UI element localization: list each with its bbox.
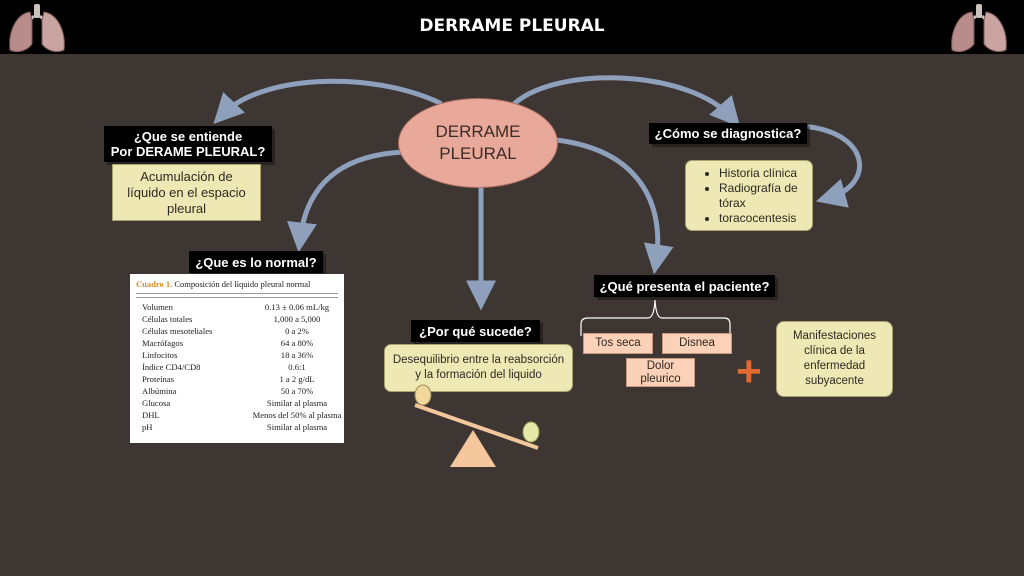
seesaw-weight-right [522,421,540,443]
symptom-dry-cough: Tos seca [583,333,653,354]
plus-icon: + [736,347,762,396]
arrow-to-presentation [553,137,674,275]
table-divider [136,293,338,294]
arrow-to-normal [287,149,408,253]
lungs-icon [951,4,1007,53]
table-title: Cuadro 1. Composición del líquido pleura… [136,279,310,289]
imbalance-seesaw-illustration [414,384,540,467]
why-question: ¿Por qué sucede? [411,320,540,342]
diagnosis-list-box: Historia clínica Radiografía de tórax to… [685,160,813,231]
arrow-diagnosis-items [807,124,863,208]
symptoms-brace [580,299,731,336]
diagnosis-item: toracocentesis [719,211,812,226]
seesaw-beam [414,403,539,450]
definition-question: ¿Que se entiende Por DERAME PLEURAL? [104,126,272,162]
normal-composition-table: Cuadro 1. Composición del líquido pleura… [130,274,344,443]
central-topic: DERRAME PLEURAL [398,98,558,188]
header-bar [0,0,1024,54]
diagnosis-item: Historia clínica [719,166,812,181]
diagnosis-question: ¿Cómo se diagnostica? [649,123,807,144]
table-divider [136,297,338,298]
underlying-disease-box: Manifestaciones clínica de la enfermedad… [776,321,893,397]
why-answer: Desequilibrio entre la reabsorción y la … [384,344,573,392]
table-number: Cuadro 1. [136,279,173,289]
table-title-text: Composición del líquido pleural normal [174,279,311,289]
seesaw-fulcrum [450,430,496,467]
presentation-question: ¿Qué presenta el paciente? [594,275,775,297]
symptom-dyspnea: Disnea [662,333,732,354]
symptom-pleuritic-pain: Dolor pleurico [626,358,695,387]
definition-answer: Acumulación de líquido en el espacio ple… [112,164,261,221]
lungs-icon [9,4,65,53]
normal-question: ¿Que es lo normal? [189,251,323,273]
page-title: DERRAME PLEURAL [419,16,605,36]
arrow-to-definition [213,78,443,125]
diagnosis-item: Radiografía de tórax [719,181,812,211]
seesaw-weight-left [414,384,432,406]
arrow-to-diagnosis [512,75,741,128]
